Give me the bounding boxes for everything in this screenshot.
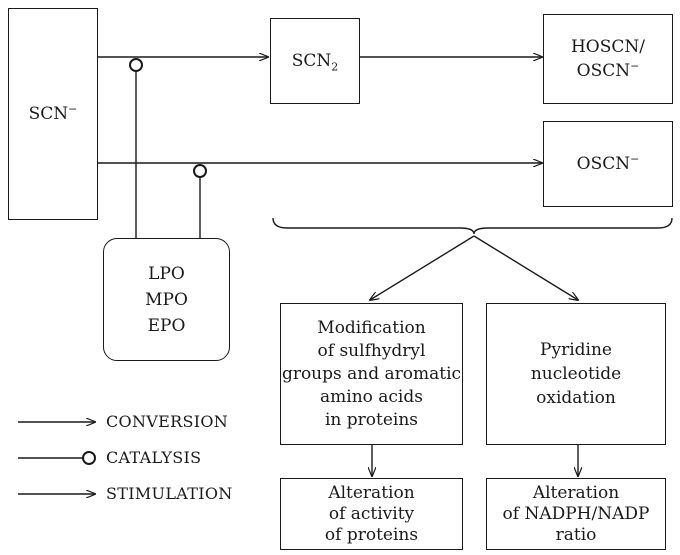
alteration-activity-line-3: of proteins — [324, 524, 419, 545]
pyridine-line-1: Pyridine — [540, 340, 612, 360]
node-modification: Modification of sulfhydryl groups and ar… — [280, 303, 463, 445]
node-hoscn-line1: HOSCN/ — [570, 37, 646, 57]
pyridine-line-2: nucleotide — [530, 364, 622, 384]
node-oscn-sup: − — [630, 152, 640, 166]
edge-brace-to-pyridine — [473, 235, 578, 300]
node-pyridine: Pyridine nucleotide oxidation — [486, 303, 666, 445]
catalysis-node-1 — [129, 58, 143, 72]
node-hoscn: HOSCN/ OSCN− — [543, 14, 673, 104]
alteration-activity-line-2: of activity — [328, 503, 415, 524]
modification-line-2: of sulfhydryl — [317, 340, 426, 361]
node-hoscn-line2: OSCN — [576, 61, 631, 81]
node-scn-label: SCN — [28, 104, 69, 124]
modification-line-1: Modification — [317, 317, 426, 338]
node-enzymes: LPO MPO EPO — [103, 238, 230, 361]
modification-line-5: in proteins — [324, 409, 419, 430]
node-oscn: OSCN− — [543, 121, 673, 207]
legend-conversion-label: CONVERSION — [106, 412, 229, 431]
node-alteration-activity: Alteration of activity of proteins — [280, 478, 463, 550]
alteration-activity-line-1: Alteration — [328, 482, 415, 503]
node-hoscn-sup: − — [630, 59, 640, 73]
modification-line-3: groups and aromatic — [281, 363, 462, 384]
modification-line-4: amino acids — [320, 386, 423, 407]
alteration-nadph-line-3: ratio — [555, 524, 597, 545]
catalysis-node-2 — [193, 164, 207, 178]
node-scn2: SCN2 — [270, 18, 360, 104]
legend-stimulation-label: STIMULATION — [106, 484, 233, 503]
grouping-brace — [272, 217, 673, 235]
legend-catalysis-circle — [82, 451, 96, 465]
enzyme-lpo: LPO — [148, 263, 185, 284]
enzyme-mpo: MPO — [145, 289, 188, 310]
edge-brace-to-modification — [370, 235, 475, 300]
legend-catalysis-label: CATALYSIS — [106, 448, 202, 467]
node-scn2-label: SCN — [291, 51, 332, 71]
node-alteration-nadph: Alteration of NADPH/NADP ratio — [486, 478, 666, 550]
node-oscn-label: OSCN — [576, 154, 631, 174]
enzyme-epo: EPO — [147, 315, 186, 336]
pyridine-line-3: oxidation — [536, 388, 616, 408]
alteration-nadph-line-1: Alteration — [532, 482, 620, 503]
node-scn-sup: − — [68, 102, 78, 116]
node-scn: SCN− — [8, 8, 98, 220]
node-scn2-sub: 2 — [331, 60, 339, 74]
alteration-nadph-line-2: of NADPH/NADP — [502, 503, 650, 524]
